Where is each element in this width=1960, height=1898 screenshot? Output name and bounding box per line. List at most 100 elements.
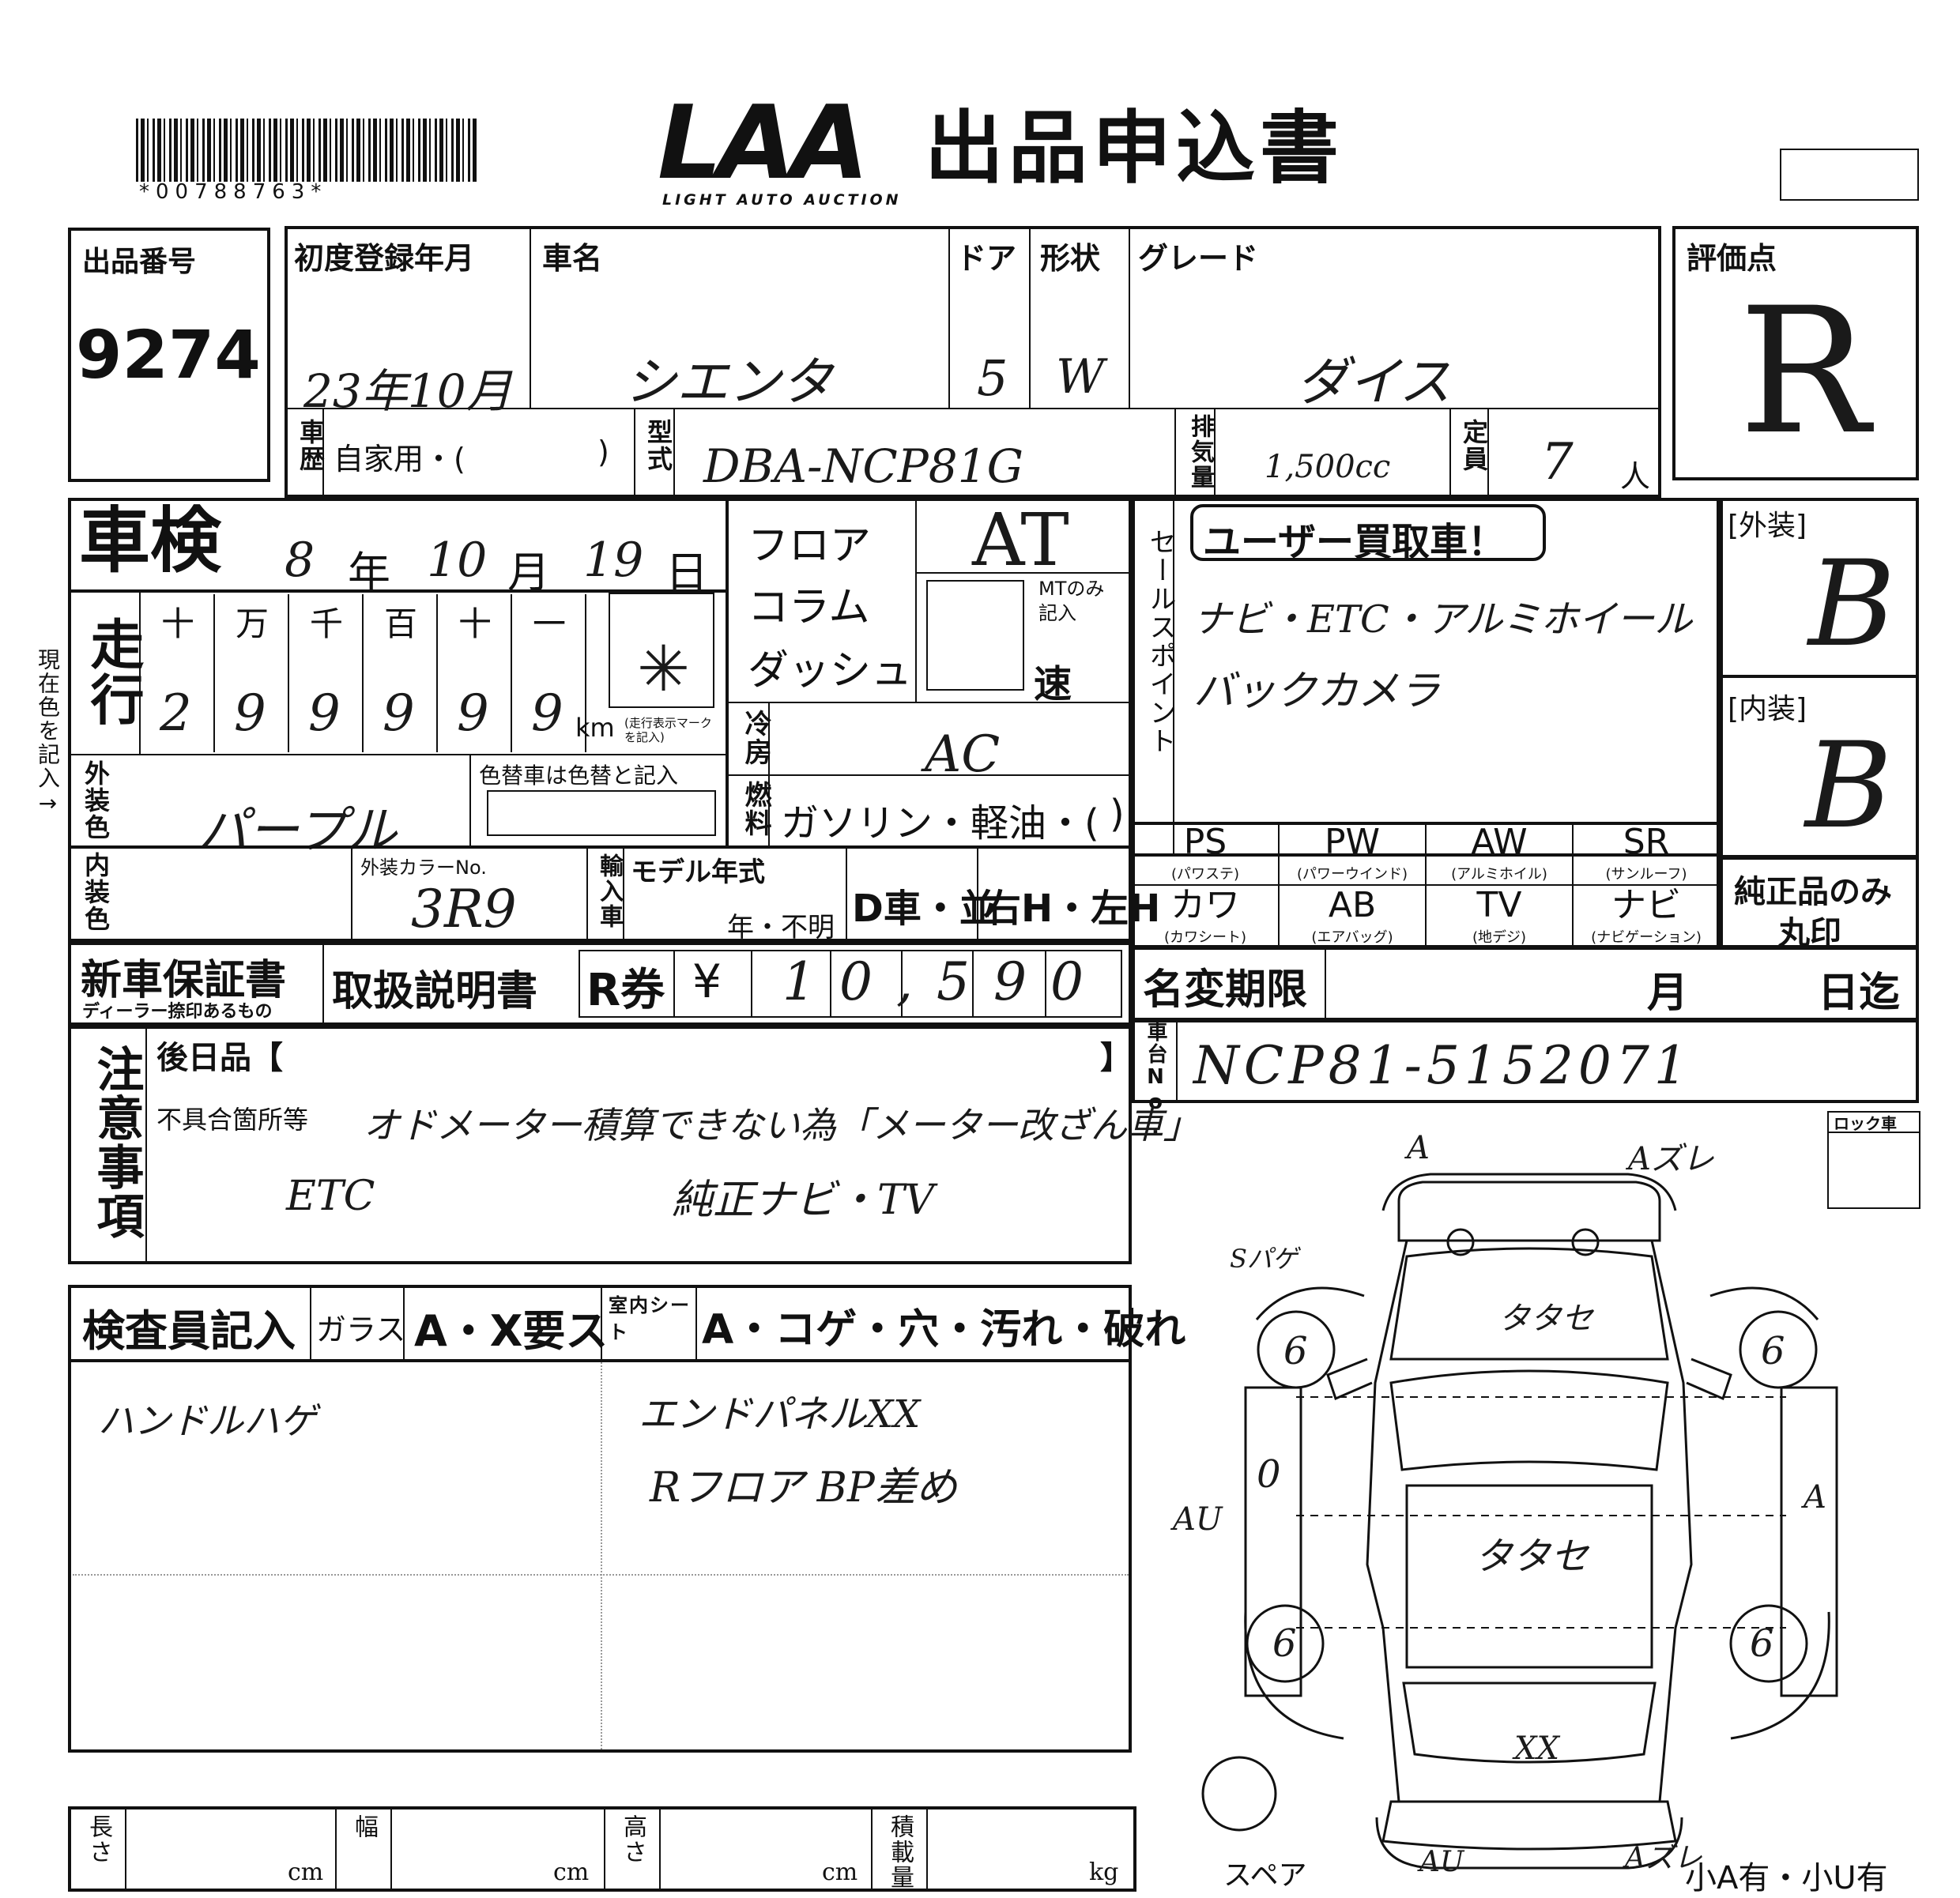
equipment-cell <box>1132 822 1279 885</box>
corner-box <box>1780 149 1919 201</box>
mark-tire-rr: 6 <box>1750 1621 1774 1666</box>
name-change-box <box>1132 947 1919 1022</box>
color-no-value: 3R9 <box>411 879 517 940</box>
steering-label: 右H・左H <box>983 887 1161 931</box>
lock-box <box>1827 1111 1920 1209</box>
mileage-divider <box>213 594 215 752</box>
mark-front-a: A <box>1407 1130 1430 1166</box>
spare-label: スペア <box>1223 1859 1307 1892</box>
inspection-label: 車検 <box>79 499 221 582</box>
documents-box <box>68 942 1132 1026</box>
mileage-divider <box>436 594 438 752</box>
equipment-cell <box>1573 822 1720 885</box>
color-no-label: 外装カラーNo. <box>360 857 487 879</box>
inspection-day-unit: 日 <box>665 548 708 597</box>
mileage-digit: 2 <box>160 684 192 743</box>
dimension-field[interactable] <box>664 1811 811 1887</box>
mileage-digit: 9 <box>234 684 266 743</box>
sale-point-label: セールスポイント <box>1144 528 1176 755</box>
mark-roof: タタセ <box>1475 1535 1589 1579</box>
model-label: 型式 <box>643 419 673 473</box>
mileage-divider <box>511 594 512 752</box>
displacement-value: 1,500cc <box>1265 449 1391 485</box>
inspector-divider <box>601 1362 602 1749</box>
capacity-value: 7 <box>1541 433 1574 491</box>
dimension-field[interactable] <box>130 1811 277 1887</box>
column-label: コラム <box>748 584 870 631</box>
equipment-sub: (地デジ) <box>1472 929 1527 946</box>
exterior-grade-value: B <box>1808 536 1896 673</box>
repaint-field[interactable] <box>487 790 716 836</box>
page-title: 出品申込書 <box>925 102 1344 194</box>
model-value: DBA-NCP81G <box>703 439 1023 493</box>
shape-label: 形状 <box>1040 241 1101 276</box>
door-value: 5 <box>977 349 1008 407</box>
equipment-sub: (エアバッグ) <box>1311 929 1393 946</box>
equipment-code: AW <box>1471 822 1528 862</box>
chassis-value: NCP81-5152071 <box>1193 1035 1692 1096</box>
mileage-digit-header: 十 <box>161 604 195 643</box>
mileage-digit-header: 百 <box>384 604 418 643</box>
interior-grade-value: B <box>1805 717 1893 855</box>
genuine-line-1: 純正品のみ <box>1734 874 1892 910</box>
dimension-unit: cm <box>288 1858 324 1886</box>
mark-front-right: Aズレ <box>1628 1141 1714 1177</box>
inspection-month: 10 <box>427 533 488 588</box>
fuel-close: ) <box>1110 792 1125 836</box>
lot-label: 出品番号 <box>82 246 197 278</box>
dimension-unit: cm <box>553 1858 590 1886</box>
notes-line-1: オドメーター積算できない為「メーター改ざん車」 <box>364 1104 1200 1147</box>
dimension-label: 高さ <box>619 1814 646 1865</box>
aircon-value: AC <box>925 725 1001 784</box>
mark-hood: タタセ <box>1498 1301 1593 1337</box>
shape-value: W <box>1056 349 1105 405</box>
dimension-field[interactable] <box>931 1811 1078 1887</box>
mark-left: AU <box>1173 1501 1223 1538</box>
recycle-value: 10,590 <box>782 951 1107 1012</box>
mt-note: MTのみ記入 <box>1038 578 1105 625</box>
dash-label: ダッシュ <box>748 647 913 695</box>
lot-box <box>68 228 270 482</box>
seat-label: 室内シート <box>609 1294 691 1343</box>
equipment-sub: (アルミホイル) <box>1451 866 1547 883</box>
equipment-cell <box>1426 822 1573 885</box>
defect-label: 不具合箇所等 <box>156 1105 309 1135</box>
mileage-unit-note: (走行表示マーク を記入) <box>624 716 712 744</box>
capacity-label: 定員 <box>1459 419 1489 473</box>
name-change-day: 日迄 <box>1818 970 1901 1017</box>
dimension-unit: cm <box>822 1858 858 1886</box>
dealer-label: D車・並 <box>852 887 997 931</box>
mileage-mark: ✳ <box>637 632 691 706</box>
vehicle-box <box>285 226 1661 498</box>
dimension-divider <box>335 1808 337 1890</box>
inspector-comment-left: ハンドルハゲ <box>98 1399 316 1442</box>
mileage-digit: 9 <box>308 684 341 743</box>
mileage-label: 走行 <box>81 616 143 727</box>
mt-speed-box <box>926 580 1024 691</box>
dimension-divider <box>871 1808 873 1890</box>
dimension-label: 積載量 <box>886 1814 914 1890</box>
mileage-digit: 9 <box>457 684 489 743</box>
dimension-label-divider <box>390 1808 392 1890</box>
inspector-comment-right-1: エンドパネルXX <box>639 1392 921 1437</box>
inspection-year: 8 <box>285 533 315 588</box>
dimension-field[interactable] <box>395 1811 542 1887</box>
sale-point-badge-text: ユーザー買取車！ <box>1203 520 1506 564</box>
inspection-box <box>68 498 1132 942</box>
history-close: ) <box>597 435 609 469</box>
mark-tire-rl: 6 <box>1272 1621 1297 1666</box>
displacement-label: 排気量 <box>1186 414 1214 490</box>
dimension-label-divider <box>926 1808 928 1890</box>
name-change-label: 名変期限 <box>1143 966 1308 1014</box>
equipment-sub: (カワシート) <box>1163 929 1247 946</box>
dimension-label: 長さ <box>85 1814 112 1865</box>
notes-box <box>68 1026 1132 1264</box>
interior-color-label: 内装色 <box>81 852 111 932</box>
car-name-label: 車名 <box>542 241 603 276</box>
grade-value: ダイス <box>1296 352 1452 412</box>
equipment-sub: (サンルーフ) <box>1605 866 1687 883</box>
mark-left-front: Sパゲ <box>1230 1244 1298 1274</box>
recycle-label: R券 <box>586 965 665 1016</box>
chassis-box <box>1132 1018 1919 1103</box>
mark-right-a: A <box>1804 1479 1826 1516</box>
